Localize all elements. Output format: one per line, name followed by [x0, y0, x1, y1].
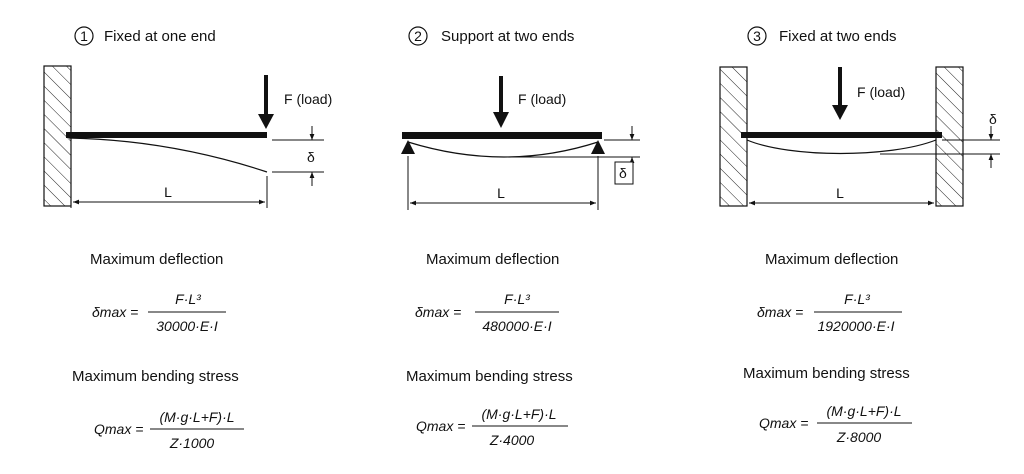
deflection-numerator: F·L³ [175, 291, 201, 307]
stress-numerator: (M·g·L+F)·L [481, 406, 556, 422]
stress-denominator: Z·8000 [836, 429, 882, 445]
deflection-lhs: δmax = [757, 304, 803, 320]
load-arrowhead [258, 114, 274, 129]
panel-support-two-ends: 2 Support at two ends F (load) δ L Maxim… [401, 26, 640, 448]
stress-heading: Maximum bending stress [743, 365, 910, 382]
panel-number: 3 [753, 28, 761, 44]
stress-lhs: Qmax = [94, 421, 143, 437]
load-label: F (load) [518, 91, 566, 107]
length-label: L [836, 185, 844, 201]
panel-number-circle [408, 26, 428, 46]
stress-lhs: Qmax = [759, 415, 808, 431]
deflection-curve [68, 137, 268, 173]
deflection-label-box [614, 161, 634, 185]
deflection-denominator: 1920000·E·I [817, 318, 894, 334]
load-label: F (load) [284, 91, 332, 107]
stress-heading: Maximum bending stress [72, 368, 239, 385]
deflection-symbol: δ [307, 149, 315, 165]
deflection-heading: Maximum deflection [426, 251, 559, 268]
deflection-curve [746, 139, 937, 155]
stress-numerator: (M·g·L+F)·L [826, 403, 901, 419]
beam [741, 132, 942, 138]
deflection-symbol: δ [989, 111, 997, 127]
deflection-heading: Maximum deflection [90, 251, 223, 268]
panel-number-circle [747, 26, 767, 46]
deflection-curve [407, 141, 599, 158]
panel-number-circle [74, 26, 94, 46]
deflection-heading: Maximum deflection [765, 251, 898, 268]
length-label: L [497, 185, 505, 201]
deflection-symbol: δ [619, 165, 627, 181]
deflection-denominator: 480000·E·I [482, 318, 551, 334]
stress-heading: Maximum bending stress [406, 368, 573, 385]
load-arrowhead [493, 112, 509, 128]
panel-number: 1 [80, 28, 88, 44]
panel-title: Support at two ends [441, 28, 574, 45]
beam [402, 132, 602, 139]
deflection-numerator: F·L³ [844, 291, 870, 307]
panel-title: Fixed at two ends [779, 28, 897, 45]
right-support [591, 140, 605, 154]
length-label: L [164, 184, 172, 200]
stress-numerator: (M·g·L+F)·L [159, 409, 234, 425]
panel-number: 2 [414, 28, 422, 44]
load-arrowhead [832, 105, 848, 120]
panel-fixed-two-ends: 3 Fixed at two ends F (load) δ L Maximum… [719, 26, 1000, 445]
beam [66, 132, 267, 138]
panel-fixed-one-end: 1 Fixed at one end F (load) δ L Maximum … [43, 26, 332, 451]
deflection-numerator: F·L³ [504, 291, 530, 307]
deflection-lhs: δmax = [92, 304, 138, 320]
stress-lhs: Qmax = [416, 418, 465, 434]
panel-title: Fixed at one end [104, 28, 216, 45]
deflection-lhs: δmax = [415, 304, 461, 320]
left-support [401, 140, 415, 154]
stress-denominator: Z·1000 [169, 435, 215, 451]
deflection-denominator: 30000·E·I [156, 318, 218, 334]
load-label: F (load) [857, 84, 905, 100]
stress-denominator: Z·4000 [489, 432, 535, 448]
